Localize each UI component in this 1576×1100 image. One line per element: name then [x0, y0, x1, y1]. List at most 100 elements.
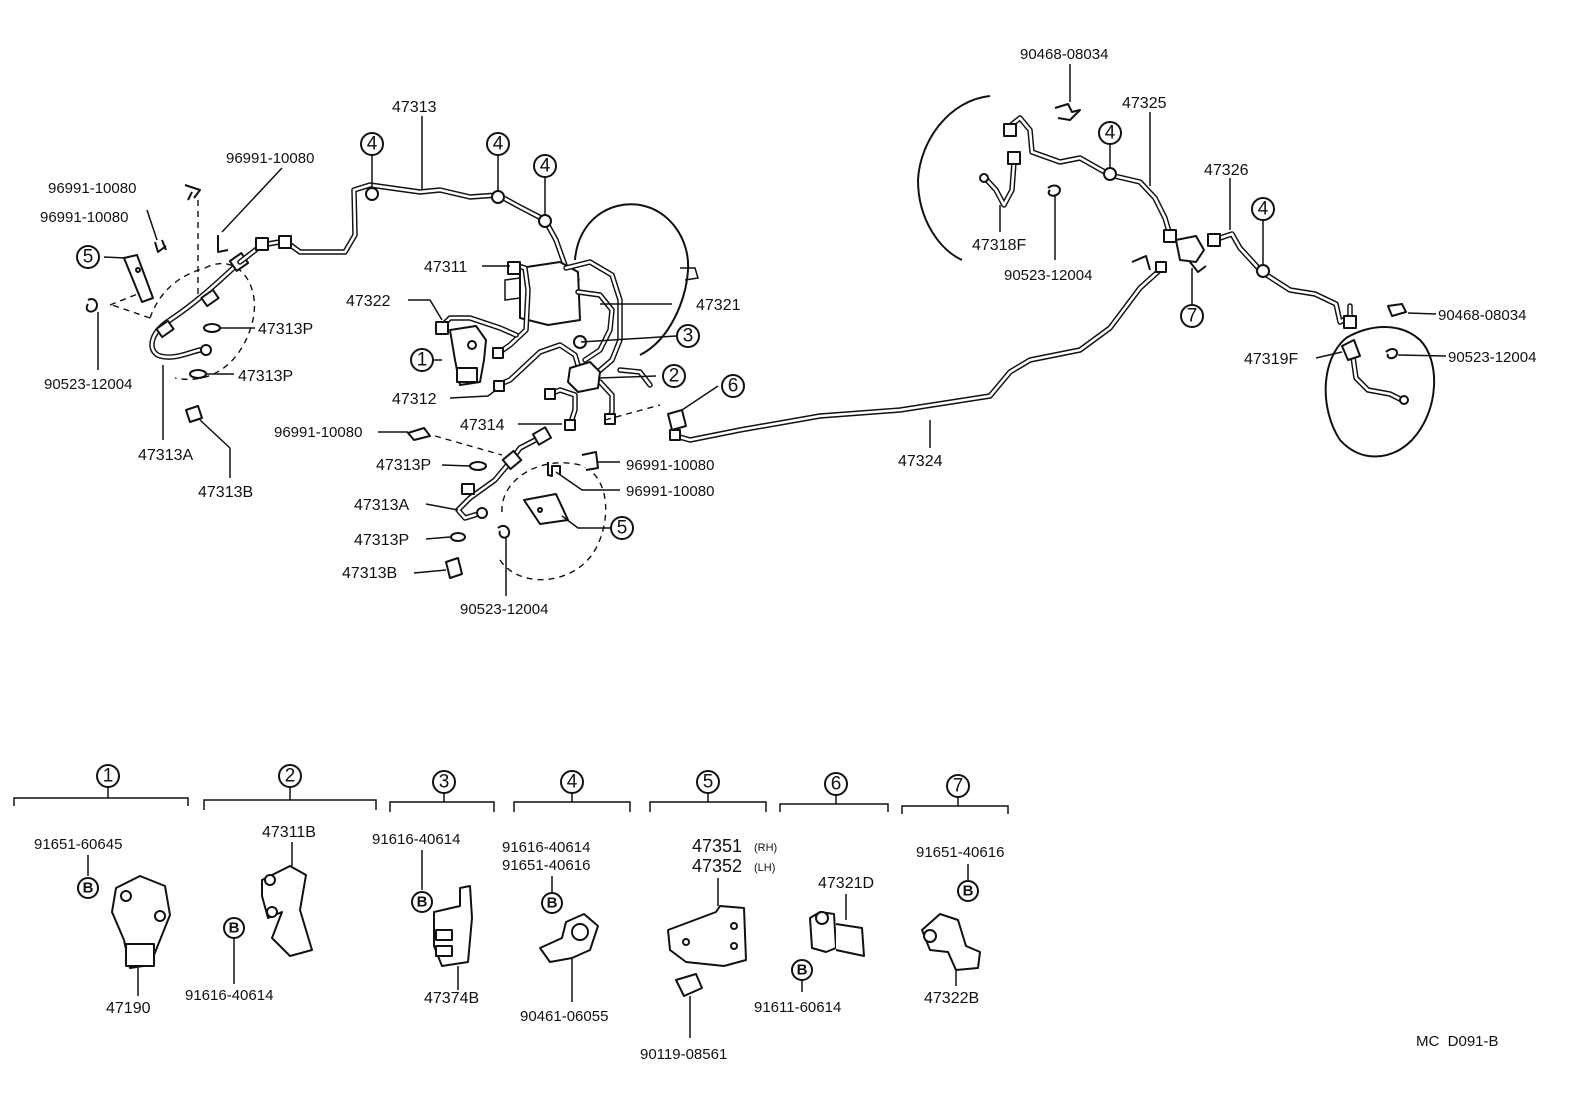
- part-label: 96991-10080: [626, 483, 714, 500]
- svg-text:4: 4: [567, 772, 578, 793]
- callout-4: 4: [486, 132, 510, 191]
- part-label: 47311B: [262, 824, 316, 841]
- part-label: 47313P: [354, 532, 409, 549]
- clamp-point: [491, 190, 505, 204]
- part-label: 47314: [460, 417, 505, 434]
- part-label: 91611-60614: [754, 999, 841, 1016]
- clip-icon: [407, 427, 431, 441]
- bolt-marker: [411, 891, 433, 913]
- svg-text:B: B: [83, 880, 94, 897]
- three-way-joint-rear: [1175, 235, 1205, 263]
- flex-hose-left: [149, 259, 243, 360]
- svg-text:5: 5: [83, 247, 94, 268]
- part-label: 47313P: [238, 368, 293, 385]
- svg-text:7: 7: [1187, 306, 1198, 327]
- part-label: 47313B: [198, 484, 253, 501]
- part-label: 47322B: [924, 990, 979, 1007]
- svg-text:3: 3: [439, 772, 450, 793]
- rear-upper-assembly: 4 7 90468-08034 47325 47318F 90523-12004: [916, 46, 1207, 328]
- part-label: 47351: [692, 836, 742, 856]
- bolt-marker: [541, 892, 563, 914]
- svg-text:4: 4: [540, 156, 551, 177]
- svg-text:1: 1: [417, 350, 428, 371]
- bolt-marker: [957, 880, 979, 902]
- svg-text:B: B: [963, 883, 974, 900]
- left-front-assembly: 4 4 4 5 47313 96991-10080 96991-10080 96…: [40, 99, 580, 501]
- svg-text:6: 6: [728, 376, 739, 397]
- svg-text:2: 2: [669, 366, 680, 387]
- part-label: 47313P: [376, 457, 431, 474]
- part-label: 91651-60645: [34, 836, 122, 853]
- detail-group-4: 4 91616-40614 91651-40616 B 90461-06055: [502, 770, 631, 1025]
- brake-booster-outline: [574, 203, 690, 356]
- three-way-joint-detail: [921, 913, 981, 971]
- part-label: 96991-10080: [626, 457, 714, 474]
- part-label: 47312: [392, 391, 437, 408]
- callout-2: 2: [662, 364, 686, 388]
- clamp-point: [1256, 264, 1270, 278]
- part-label: 47313A: [138, 447, 193, 464]
- clip-icon: [217, 235, 229, 253]
- clamp-point: [538, 214, 552, 228]
- callout-3: 3: [676, 324, 700, 348]
- clip-icon: [154, 239, 167, 253]
- svg-text:4: 4: [367, 134, 378, 155]
- callout-5: 5: [610, 516, 634, 540]
- part-label: 91651-40616: [502, 857, 590, 874]
- bolt-marker: [77, 877, 99, 899]
- part-label: 47326: [1204, 162, 1249, 179]
- part-label: 47313: [392, 99, 437, 116]
- svg-text:7: 7: [953, 776, 964, 797]
- rear-right-assembly: 4 47326 90468-08034 47319F 90523-12004: [1204, 162, 1536, 458]
- part-note: (LH): [754, 862, 775, 874]
- part-label: 96991-10080: [48, 180, 136, 197]
- part-label: 91616-40614: [185, 987, 273, 1004]
- clamp-point: [365, 187, 379, 201]
- callout-4: 4: [1098, 121, 1122, 168]
- bracket-icon: [123, 254, 154, 303]
- part-label: 47321: [696, 297, 741, 314]
- callout-4: 4: [533, 154, 557, 215]
- master-cylinder: [519, 261, 581, 326]
- callout-4: 4: [1251, 197, 1275, 265]
- washer-icon: [1047, 184, 1061, 197]
- detail-group-2: 2 47311B B 91616-40614: [185, 764, 377, 1004]
- part-label: 90523-12004: [1448, 349, 1536, 366]
- svg-text:3: 3: [683, 326, 694, 347]
- lower-wheel-outline: [499, 462, 607, 581]
- part-label: 47324: [898, 453, 943, 470]
- part-label: 47311: [424, 259, 467, 276]
- svg-text:1: 1: [103, 766, 114, 787]
- detail-group-7: 7 91651-40616 B 47322B: [901, 774, 1009, 1007]
- svg-text:6: 6: [831, 774, 842, 795]
- gasket-icon: [450, 532, 466, 542]
- part-label: 96991-10080: [274, 424, 362, 441]
- clip-icon: [1387, 303, 1407, 317]
- gasket-icon: [189, 369, 207, 379]
- part-label: 47318F: [972, 237, 1026, 254]
- callout-4: 4: [360, 132, 384, 188]
- part-label: 96991-10080: [226, 150, 314, 167]
- part-note: (RH): [754, 842, 777, 854]
- part-label: 47313P: [258, 321, 313, 338]
- rear-drum-outline: [916, 95, 991, 261]
- callout-7: 7: [1180, 304, 1204, 328]
- clip-icon: [547, 462, 561, 477]
- rear-tube-assembly: 47324: [667, 255, 1167, 470]
- gasket-icon: [203, 323, 221, 333]
- svg-text:4: 4: [1105, 123, 1116, 144]
- part-label: 47190: [106, 1000, 151, 1017]
- svg-text:5: 5: [703, 772, 714, 793]
- tube-47324: [673, 267, 1163, 443]
- tube-47326: [1211, 231, 1353, 325]
- part-label: 47322: [346, 293, 391, 310]
- left-wheel-outline: [174, 262, 256, 380]
- svg-text:2: 2: [285, 766, 296, 787]
- svg-text:B: B: [417, 894, 428, 911]
- clip-icon: [1054, 103, 1081, 121]
- svg-text:B: B: [229, 920, 240, 937]
- three-way-joint: [567, 361, 601, 393]
- svg-text:4: 4: [1258, 199, 1269, 220]
- part-label: 90468-08034: [1438, 307, 1526, 324]
